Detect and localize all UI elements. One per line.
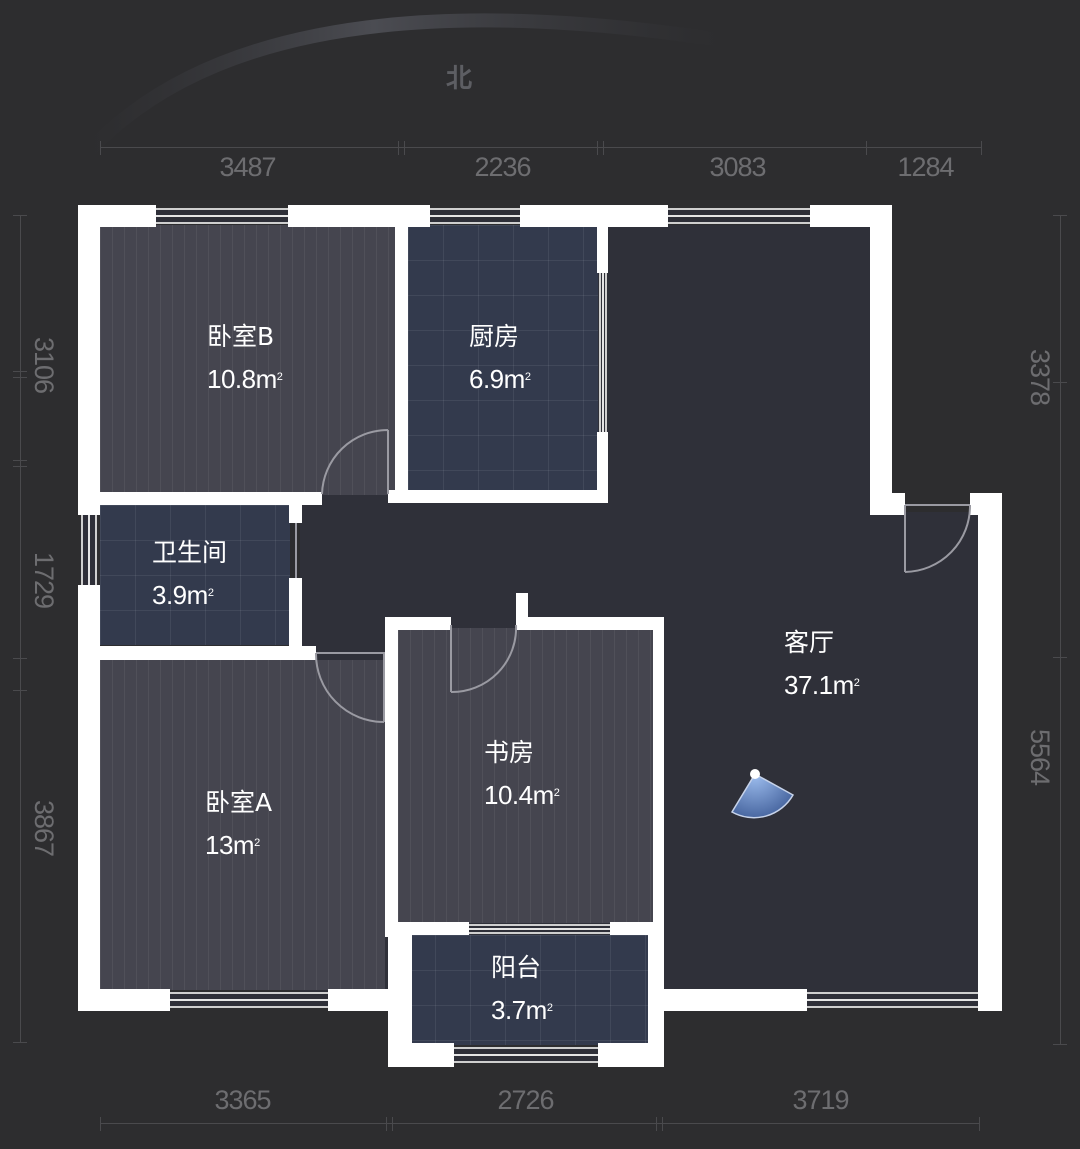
window-bathroom (81, 515, 97, 585)
floor-study[interactable] (398, 628, 653, 923)
room-label-balcony: 阳台 3.7m2 (491, 953, 553, 1025)
room-name: 卧室A (205, 788, 273, 817)
floor-kitchen[interactable] (408, 225, 598, 490)
room-area: 13m2 (205, 830, 260, 860)
window-living-bottom (807, 992, 978, 1008)
window-bedroom-a (170, 992, 328, 1008)
dimension-left-2: 1729 (29, 551, 59, 609)
dimension-top-3: 3083 (709, 152, 766, 182)
dimension-bottom-1: 3365 (214, 1085, 271, 1115)
window-living-top (668, 208, 810, 224)
door-study-icon (450, 624, 518, 694)
door-bedroom-a-icon (314, 652, 385, 723)
room-area: 3.7m2 (491, 995, 553, 1025)
dimension-top-4: 1284 (897, 152, 954, 182)
window-kitchen (430, 208, 520, 224)
dimension-bottom-3: 3719 (792, 1085, 849, 1115)
window-kitchen-side (599, 273, 607, 432)
room-label-kitchen: 厨房 6.9m2 (469, 322, 531, 394)
room-label-living-room: 客厅 37.1m2 (784, 628, 860, 700)
compass-north-label: 北 (446, 64, 473, 94)
room-name: 卫生间 (152, 538, 228, 567)
room-area: 3.9m2 (152, 580, 214, 610)
dimension-top-2: 2236 (474, 152, 531, 182)
room-label-bedroom-a: 卧室A 13m2 (205, 788, 272, 860)
room-label-study: 书房 10.4m2 (484, 738, 560, 810)
dimension-left-1: 3106 (29, 336, 59, 394)
door-entrance-icon (904, 504, 972, 573)
room-label-bathroom: 卫生间 3.9m2 (152, 538, 227, 610)
room-name: 书房 (484, 738, 535, 767)
floor-bedroom-a[interactable] (100, 660, 385, 990)
room-name: 厨房 (469, 322, 520, 351)
room-area: 6.9m2 (469, 364, 531, 394)
door-bedroom-b-icon (321, 429, 389, 495)
floor-bathroom[interactable] (100, 505, 290, 645)
dimension-top-1: 3487 (219, 152, 276, 182)
room-name: 客厅 (784, 628, 835, 657)
window-study-balcony (469, 924, 610, 934)
room-area: 37.1m2 (784, 670, 860, 700)
room-label-bedroom-b: 卧室B 10.8m2 (207, 322, 283, 394)
room-area: 10.4m2 (484, 780, 560, 810)
floor-living-room-ext (860, 512, 980, 995)
dimension-left-3: 3867 (29, 799, 59, 857)
room-name: 卧室B (207, 322, 275, 351)
window-balcony (454, 1047, 598, 1063)
dimension-right-2: 5564 (1025, 728, 1055, 786)
dimension-right-1: 3378 (1025, 348, 1055, 406)
room-name: 阳台 (491, 953, 542, 982)
room-area: 10.8m2 (207, 364, 283, 394)
dimension-bottom-2: 2726 (497, 1085, 554, 1115)
window-bedroom-b (156, 208, 288, 224)
floor-bedroom-b[interactable] (100, 225, 395, 495)
floor-balcony[interactable] (400, 935, 650, 1045)
